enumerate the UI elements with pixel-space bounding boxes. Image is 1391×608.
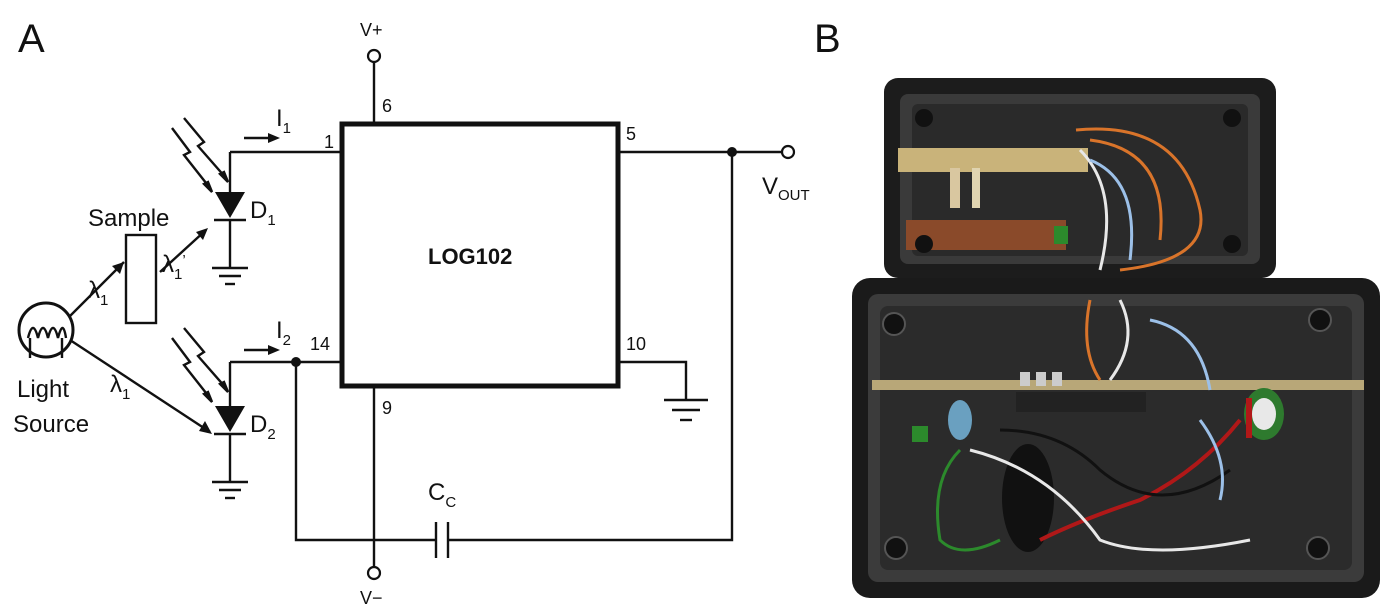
ambient-light-d1-icon [171, 117, 230, 193]
pin-14-label: 14 [310, 334, 330, 354]
sample-label: Sample [88, 205, 169, 232]
light-rays [69, 228, 212, 434]
ambient-light-d2-icon [171, 327, 230, 403]
chip-label: LOG102 [428, 244, 512, 269]
vplus-label: V+ [360, 20, 383, 40]
current-arrow-i2 [244, 345, 280, 355]
vminus-label: V− [360, 588, 383, 608]
wire-cap-left [294, 362, 436, 542]
current-i2-label: I2 [276, 317, 291, 349]
panel-label-a: A [18, 17, 45, 61]
ground-d1-icon [212, 266, 248, 286]
wire-cap-right [448, 152, 734, 542]
light-source-label-line2: Source [13, 411, 89, 438]
sample-cuvette [124, 233, 158, 325]
light-source-label-line1: Light [17, 376, 69, 403]
current-arrow-i1 [244, 133, 280, 143]
pin-10-label: 10 [626, 334, 646, 354]
light-source [17, 301, 75, 359]
enclosure-photo [834, 62, 1391, 608]
diode-d2 [214, 362, 246, 482]
pin-9-label: 9 [382, 398, 392, 418]
current-i1-label: I1 [276, 105, 291, 137]
log102-chip [339, 121, 621, 389]
vout-terminal [780, 144, 796, 160]
pin-1-label: 1 [324, 132, 334, 152]
vplus-terminal [366, 48, 382, 64]
vout-label: VOUT [762, 173, 810, 204]
ground-d2-icon [212, 480, 248, 500]
capacitor-label: CC [428, 479, 456, 511]
diode-d1 [214, 152, 246, 268]
panel-label-b: B [814, 17, 841, 61]
wire-pin10 [618, 360, 688, 400]
vminus-terminal [366, 565, 382, 581]
diode-d2-label: D2 [250, 411, 276, 443]
pin-5-label: 5 [626, 124, 636, 144]
ground-pin10-icon [664, 398, 708, 422]
pin-6-label: 6 [382, 96, 392, 116]
lambda1-lower-label: λ1 [110, 371, 130, 403]
diode-d1-label: D1 [250, 197, 276, 229]
